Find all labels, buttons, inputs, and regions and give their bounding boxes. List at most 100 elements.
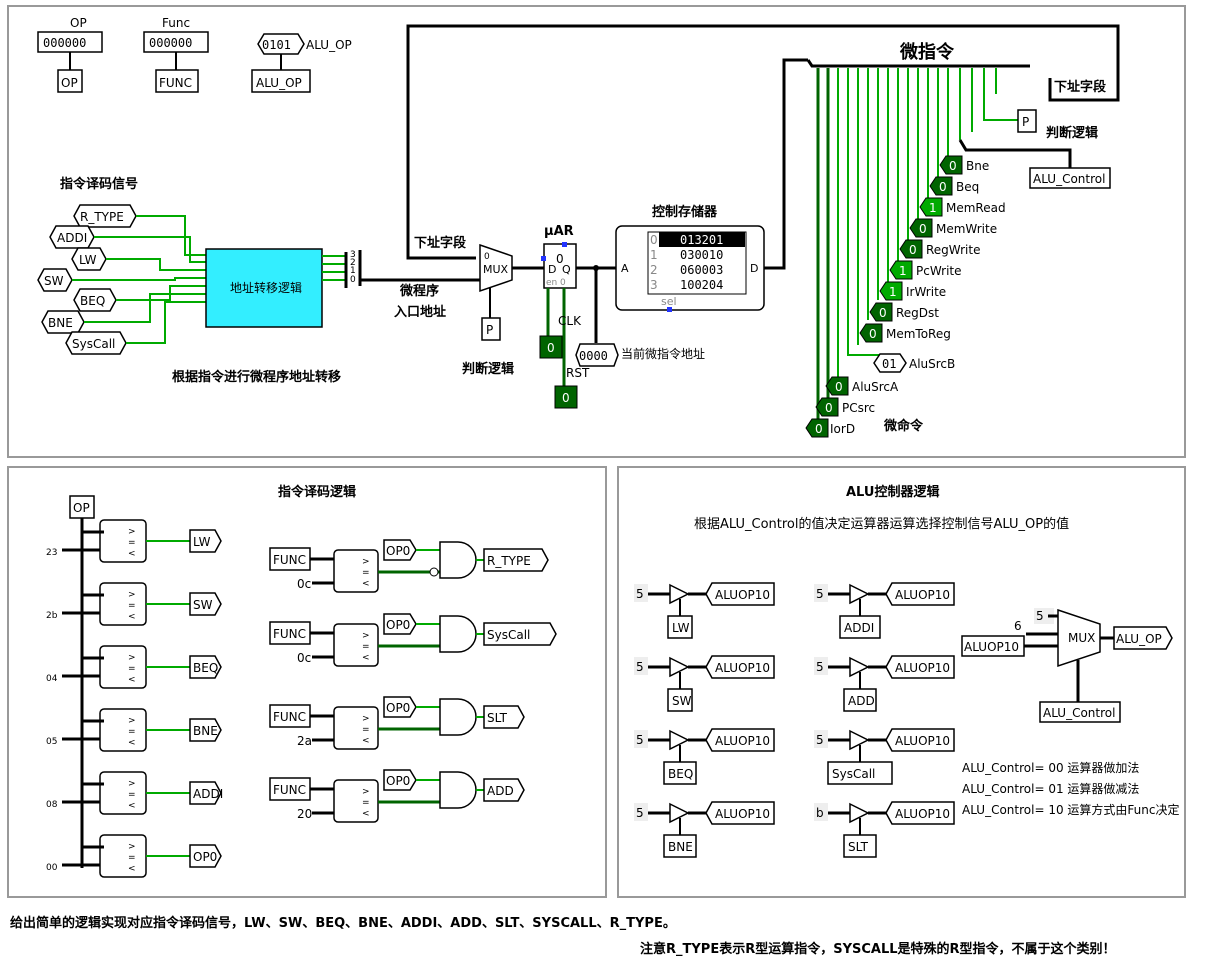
svg-text:ALUOP10: ALUOP10 xyxy=(895,661,950,675)
svg-text:D: D xyxy=(750,262,758,275)
decode-panel xyxy=(7,466,607,898)
svg-text:5: 5 xyxy=(816,587,824,601)
svg-text:SW: SW xyxy=(672,694,692,708)
alu-title: ALU控制器逻辑 xyxy=(846,484,939,500)
svg-text:>: > xyxy=(362,631,370,641)
svg-text:1: 1 xyxy=(889,285,897,299)
svg-text:00: 00 xyxy=(46,863,58,873)
svg-text:SysCall: SysCall xyxy=(832,767,875,781)
svg-text:LW: LW xyxy=(672,621,690,635)
entry-line2: 入口地址 xyxy=(394,304,446,320)
signal-bne: 0 Bne xyxy=(939,155,989,175)
svg-text:=: = xyxy=(128,664,136,674)
op-tunnel-label: OP xyxy=(61,76,78,90)
svg-text:LW: LW xyxy=(79,253,97,267)
svg-text:5: 5 xyxy=(636,733,644,747)
svg-text:2b: 2b xyxy=(46,611,58,621)
svg-text:=: = xyxy=(128,538,136,548)
svg-text:=: = xyxy=(362,798,370,808)
addr-logic-caption: 根据指令进行微程序地址转移 xyxy=(172,369,341,385)
svg-text:5: 5 xyxy=(816,733,824,747)
alu-panel xyxy=(617,466,1186,898)
svg-text:ADD: ADD xyxy=(487,784,514,798)
signal-regdst: 0 RegDst xyxy=(869,302,939,322)
uar-register xyxy=(543,243,577,289)
svg-text:0: 0 xyxy=(919,222,927,236)
svg-text:R_TYPE: R_TYPE xyxy=(487,554,531,568)
clk-pin[interactable] xyxy=(539,335,563,359)
svg-text:0: 0 xyxy=(350,275,356,285)
decode-input-beq: BEQ xyxy=(73,288,117,312)
signal-pcsrc: 0 PCsrc xyxy=(815,397,875,417)
svg-text:A: A xyxy=(621,262,629,275)
svg-text:0c: 0c xyxy=(297,577,311,591)
svg-text:08: 08 xyxy=(46,800,58,810)
svg-text:0: 0 xyxy=(825,401,833,415)
rom-row-1: 030010 xyxy=(680,248,723,262)
decode-input-lw: LW xyxy=(71,247,107,271)
signal-iord: 0 IorD xyxy=(805,418,855,438)
next-addr-field-label: 下址字段 xyxy=(414,235,466,251)
footer-line2: 注意R_TYPE表示R型运算指令，SYSCALL是特殊的R型指令，不属于这个类别… xyxy=(640,942,1116,957)
svg-text:ALUOP10: ALUOP10 xyxy=(895,807,950,821)
rst-pin[interactable] xyxy=(554,385,578,409)
svg-text:5: 5 xyxy=(816,660,824,674)
svg-text:Beq: Beq xyxy=(956,180,979,194)
alu-note-2: ALU_Control= 10 运算方式由Func决定 xyxy=(962,802,1179,817)
svg-text:SLT: SLT xyxy=(487,711,508,725)
svg-text:=: = xyxy=(362,642,370,652)
rst-label: RST xyxy=(566,366,590,380)
svg-text:D: D xyxy=(548,263,556,276)
svg-text:6: 6 xyxy=(1014,619,1022,633)
svg-text:1: 1 xyxy=(350,266,356,276)
func-pin-value: 000000 xyxy=(149,36,192,50)
svg-text:>: > xyxy=(128,842,136,852)
svg-text:ADD: ADD xyxy=(848,694,875,708)
svg-text:ALU_Control: ALU_Control xyxy=(1043,706,1115,720)
svg-text:AluSrcA: AluSrcA xyxy=(852,380,899,394)
svg-text:<: < xyxy=(128,864,136,874)
judge-right-label: 判断逻辑 xyxy=(1046,125,1098,141)
svg-text:<: < xyxy=(128,612,136,622)
svg-text:ALUOP10: ALUOP10 xyxy=(964,640,1019,654)
op-pin-label: OP xyxy=(70,16,87,30)
svg-text:=: = xyxy=(362,568,370,578)
next-addr-right-label: 下址字段 xyxy=(1054,79,1106,95)
svg-text:FUNC: FUNC xyxy=(273,783,306,797)
signal-memwrite: 0 MemWrite xyxy=(909,218,997,238)
svg-text:en: en xyxy=(546,278,557,288)
svg-text:>: > xyxy=(128,779,136,789)
svg-text:01: 01 xyxy=(882,357,896,371)
decode-input-syscall: SysCall xyxy=(65,331,127,355)
svg-text:<: < xyxy=(128,738,136,748)
signal-alusrca: 0 AluSrcA xyxy=(825,376,899,396)
svg-text:0: 0 xyxy=(547,341,555,355)
svg-text:2: 2 xyxy=(650,263,658,277)
func-pin-label: Func xyxy=(162,16,190,30)
svg-text:OP0: OP0 xyxy=(193,850,217,864)
svg-text:MUX: MUX xyxy=(483,263,509,276)
svg-text:<: < xyxy=(362,579,370,589)
micro-cmd-label: 微命令 xyxy=(883,418,924,434)
op-tunnel xyxy=(57,69,83,93)
signal-memtoreg: 0 MemToReg xyxy=(859,323,951,343)
svg-text:PCsrc: PCsrc xyxy=(842,401,875,415)
signal-irwrite: 1 IrWrite xyxy=(879,281,946,301)
decode-input-addi: ADDI xyxy=(49,225,95,249)
judge-logic-label: 判断逻辑 xyxy=(462,361,514,377)
alu-op-out xyxy=(1113,626,1173,650)
svg-text:OP: OP xyxy=(73,501,90,515)
svg-text:OP0: OP0 xyxy=(386,544,410,558)
svg-text:BEQ: BEQ xyxy=(80,294,105,308)
mux-sel-tunnel xyxy=(481,317,501,341)
svg-text:OP0: OP0 xyxy=(386,774,410,788)
svg-text:FUNC: FUNC xyxy=(273,710,306,724)
